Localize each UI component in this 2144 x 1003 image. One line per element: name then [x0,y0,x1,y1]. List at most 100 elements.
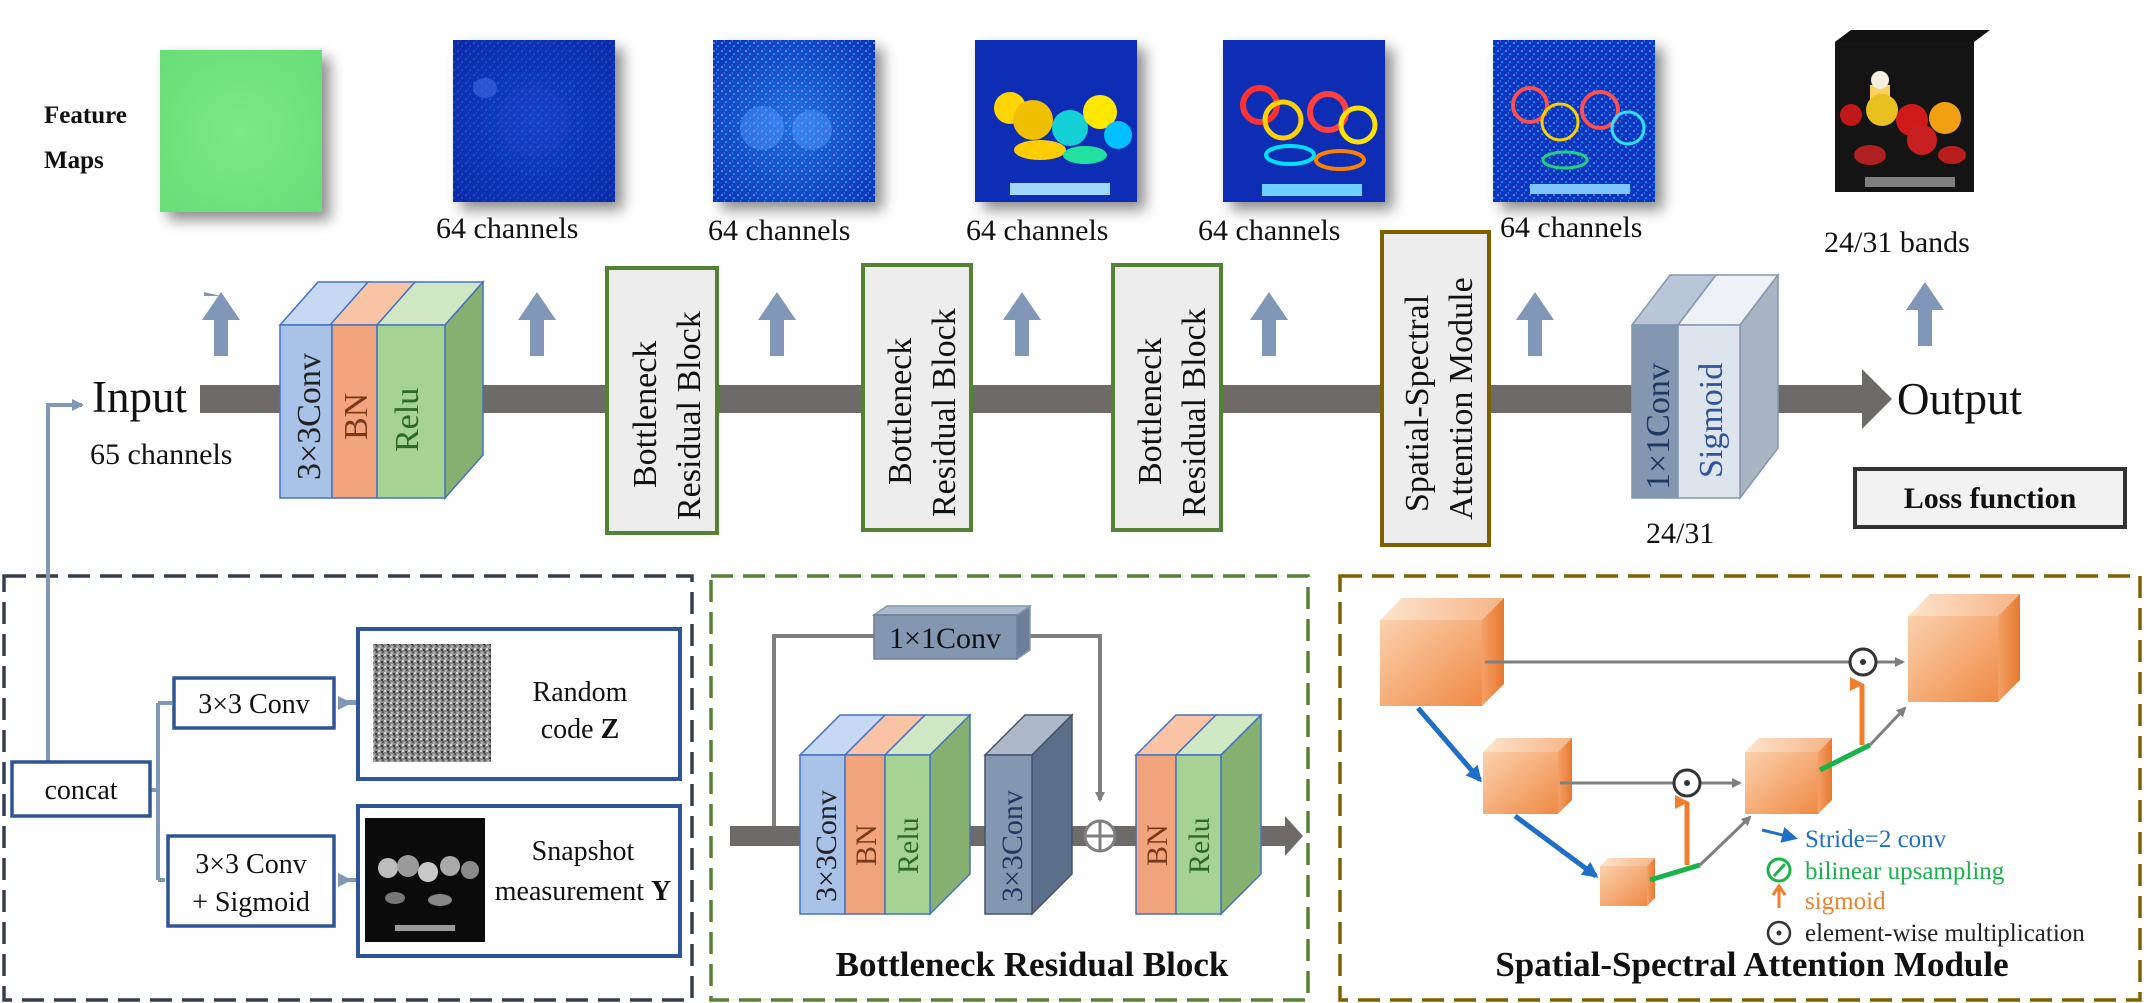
inner-block-2 [983,713,1074,916]
snapshot-line1: Snapshot [532,836,635,867]
legend-multiply-label: element-wise multiplication [1805,920,2085,947]
input-panel-connectors [46,399,359,882]
bands-label: 24/31 bands [1824,226,1970,259]
conv-box-bottom-line1: 3×3 Conv [195,849,306,880]
snapshot-symbol: Y [651,876,671,907]
up-arrow-group [202,282,1944,356]
input-panel [2,574,694,1002]
svg-text:code Z: code Z [541,714,620,745]
up-arrow-bottleneck-1 [758,292,796,356]
final-conv-sigmoid-block [1630,272,1780,501]
concat-box [10,760,152,818]
loss-function-box [1853,467,2127,529]
inner-block-1-relu: Relu [892,817,925,874]
bottleneck-block-3-line1: Bottleneck [1132,338,1169,485]
up-arrow-attention [1516,292,1554,356]
feature-map-input [160,50,322,212]
random-code-image [373,644,491,762]
attention-cube-bottleneck [1600,858,1655,906]
loss-function-label: Loss function [1904,482,2077,515]
svg-text:measurement Y: measurement Y [495,876,672,907]
legend-stride-label: Stride=2 conv [1805,826,1947,853]
channels-label-5: 64 channels [1500,211,1642,244]
snapshot-image [365,818,485,942]
channels-label-3: 64 channels [966,214,1108,247]
up-arrow-input [202,292,240,356]
output-label: Output [1897,374,2023,424]
attention-legend: Stride=2 conv bilinear upsampling sigmoi… [1761,826,2085,947]
bottleneck-block-3: Bottleneck Residual Block [1111,263,1223,532]
inner-block-3 [1134,713,1263,916]
random-code-line1: Random [533,677,628,708]
feature-map-1 [453,40,615,202]
channels-label-2: 64 channels [708,214,850,247]
attention-sigmoid-arrows [1675,677,1865,865]
snapshot-line2: measurement [495,876,651,907]
feature-map-5 [1493,40,1655,202]
first-conv-bn-relu-block [278,280,485,500]
sum-node [1083,819,1117,853]
conv-box-top-label: 3×3 Conv [198,689,309,720]
attention-downsample-arrows [1416,706,1599,879]
conv-box-top [172,676,336,730]
attention-block-line1: Spatial-Spectral [1399,295,1436,512]
inner-block-3-bn: BN [1141,824,1174,866]
skip-conv-box [871,604,1033,661]
bottleneck-panel [709,574,1310,1002]
inner-block-1 [798,713,972,916]
multiply-nodes [1672,647,1878,798]
final-block-sigmoid: Sigmoid [1693,363,1730,478]
conv-box-bottom-line2: + Sigmoid [192,887,310,918]
bottleneck-block-2-line1: Bottleneck [882,338,919,485]
up-arrow-output [1906,282,1944,346]
bottleneck-block-1: Bottleneck Residual Block [605,266,719,535]
legend-stride-icon [1761,827,1798,843]
feature-maps-label-1: Feature [44,102,127,129]
attention-module-block: Spatial-Spectral Attention Module [1380,230,1491,547]
attention-panel-title: Spatial-Spectral Attention Module [1495,945,2008,984]
inner-block-1-conv: 3×3Conv [810,790,843,902]
concat-label: concat [44,775,117,806]
final-block-conv: 1×1Conv [1640,363,1677,490]
up-arrow-bottleneck-2 [1003,292,1041,356]
output-hsi-cube [1835,30,1990,192]
up-arrow-1 [204,292,221,296]
attention-cube-enc-2 [1483,738,1572,814]
input-channels: 65 channels [90,438,232,471]
legend-upsample-icon [1766,857,1792,883]
feature-map-4 [1223,40,1385,202]
attention-upsample-lines [1649,742,1872,883]
channels-label-1: 64 channels [436,212,578,245]
feature-map-3 [975,40,1137,202]
first-block-bn: BN [338,393,375,440]
channels-label-4: 64 channels [1198,214,1340,247]
attention-cube-dec-2 [1908,594,2020,702]
inner-block-3-relu: Relu [1183,817,1216,874]
bottleneck-block-1-line2: Residual Block [671,311,708,520]
conv-box-bottom [166,834,336,928]
first-block-conv: 3×3Conv [291,353,328,480]
bottleneck-block-1-line1: Bottleneck [627,341,664,488]
input-label: Input [92,372,187,422]
bottleneck-block-3-line2: Residual Block [1176,308,1213,517]
attention-cube-dec-1 [1745,738,1832,814]
input-connector-arrows [338,696,352,887]
first-block-relu: Relu [389,388,426,452]
attention-block-line2: Attention Module [1443,277,1480,520]
attention-skip-lines [1485,657,1907,867]
legend-sigmoid-icon [1771,883,1787,908]
skip-conv-label: 1×1Conv [889,622,1001,655]
inner-block-1-bn: BN [850,824,883,866]
final-block-channels: 24/31 [1646,517,1714,550]
random-code-line2: code [541,714,601,745]
feature-maps-label-2: Maps [44,147,104,174]
legend-sigmoid-label: sigmoid [1805,888,1886,915]
random-code-symbol: Z [601,714,620,745]
bottleneck-panel-title: Bottleneck Residual Block [836,945,1229,984]
bottleneck-block-2: Bottleneck Residual Block [861,263,973,532]
inner-block-2-conv: 3×3Conv [996,790,1029,902]
bottleneck-block-2-line2: Residual Block [926,308,963,517]
trunk-arrow-head [1862,369,1892,429]
feature-map-2 [713,40,875,202]
